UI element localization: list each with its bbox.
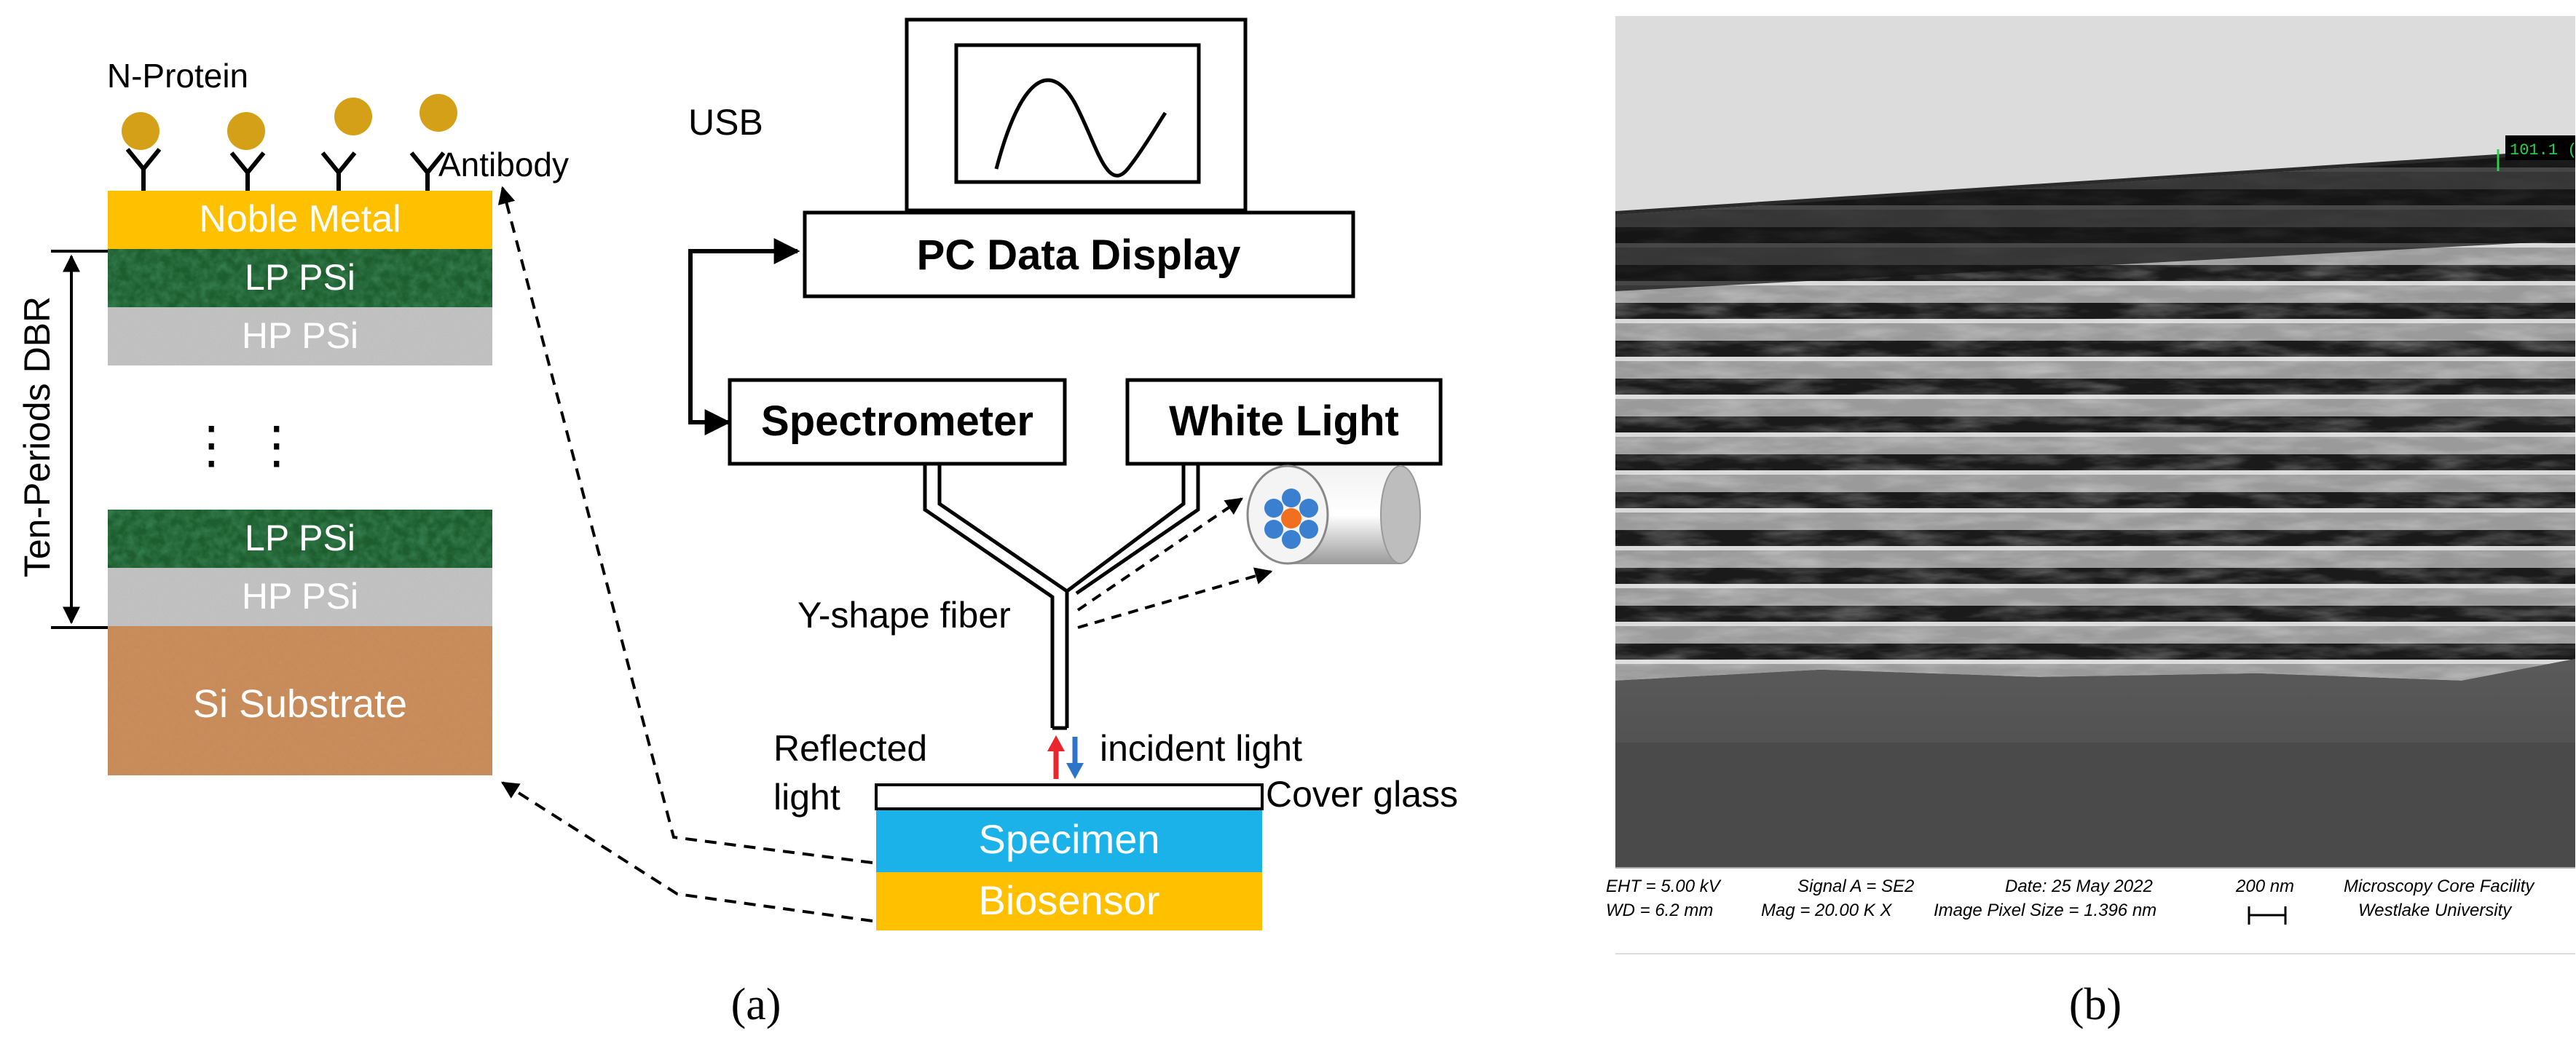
antibody-label: Antibody — [438, 146, 569, 183]
pc-data-display-label: PC Data Display — [917, 232, 1241, 279]
incident-light-label: incident light — [1100, 728, 1302, 769]
sem-metadata: EHT = 5.00 kV WD = 6.2 mm Signal A = SE2… — [1606, 867, 2575, 954]
sine-wave-icon — [994, 78, 1167, 178]
specimen-layer — [876, 810, 1262, 872]
y-shape-fiber — [923, 464, 1200, 730]
sem-scale-label: 200 nm — [2235, 877, 2294, 896]
usb-connector — [688, 238, 800, 435]
reflected-light-label-line2: light — [773, 777, 840, 818]
scale-bar-icon — [2248, 906, 2287, 925]
layer-stack: N-Protein Antibody Noble Metal LP PSi HP… — [17, 57, 569, 775]
noble-metal-label: Noble Metal — [199, 198, 401, 240]
sem-facility: Microscopy Core Facility — [2344, 877, 2535, 896]
protein-dot — [420, 94, 457, 132]
noble-metal-layer — [108, 191, 492, 249]
antibody-icons — [125, 148, 446, 191]
sem-pixel-size: Image Pixel Size = 1.396 nm — [1934, 901, 2156, 920]
cover-glass — [875, 783, 1264, 810]
spectrometer-box — [728, 378, 1067, 466]
link-arrows — [497, 186, 873, 922]
biosensor-label: Biosensor — [978, 877, 1159, 923]
dbr-bracket — [51, 250, 108, 629]
panel-a-label: (a) — [731, 980, 781, 1029]
sem-overlay-value: 101.1 ( — [2510, 141, 2576, 159]
hp-psi-label: HP PSi — [242, 315, 358, 356]
specimen-label: Specimen — [978, 816, 1159, 862]
reflected-light-label: Reflected — [773, 728, 927, 769]
sem-wd: WD = 6.2 mm — [1606, 901, 1713, 920]
si-substrate-label: Si Substrate — [193, 682, 407, 726]
optical-setup: USB PC Data Display Spectrometer White L… — [497, 17, 1458, 930]
sem-university: Westlake University — [2358, 901, 2513, 920]
panel-b-label: (b) — [2069, 980, 2122, 1029]
lp-psi-label: LP PSi — [245, 518, 355, 558]
fiber-zoom-arrows — [1076, 497, 1273, 629]
dbr-label: Ten-Periods DBR — [17, 296, 58, 577]
white-light-label: White Light — [1169, 398, 1399, 445]
protein-dot — [334, 98, 372, 135]
sem-signal: Signal A = SE2 — [1797, 877, 1914, 896]
lp-psi-label: LP PSi — [245, 257, 355, 298]
sem-mag: Mag = 20.00 K X — [1761, 901, 1892, 920]
n-protein-label: N-Protein — [107, 57, 248, 95]
monitor-screen — [954, 43, 1201, 184]
sem-date: Date: 25 May 2022 — [2005, 877, 2153, 896]
biosensor-layer — [876, 872, 1262, 930]
white-light-box — [1125, 378, 1443, 466]
hp-psi-label: HP PSi — [242, 576, 358, 617]
fiber-cross-section-icon — [1246, 464, 1421, 565]
sem-image: 101.1 ( — [1615, 16, 2576, 868]
light-direction-icons — [1047, 735, 1084, 779]
protein-dot — [122, 112, 159, 150]
spectrometer-label: Spectrometer — [761, 398, 1033, 445]
y-shape-fiber-label: Y-shape fiber — [797, 595, 1011, 636]
sem-overlay-box — [2505, 135, 2575, 160]
sem-eht: EHT = 5.00 kV — [1606, 877, 1722, 896]
ellipsis: ⋮ ⋮ — [186, 416, 302, 473]
cover-glass-label: Cover glass — [1266, 774, 1458, 815]
usb-label: USB — [688, 102, 763, 143]
protein-dot — [227, 112, 265, 150]
pc-data-display-box — [803, 210, 1355, 298]
